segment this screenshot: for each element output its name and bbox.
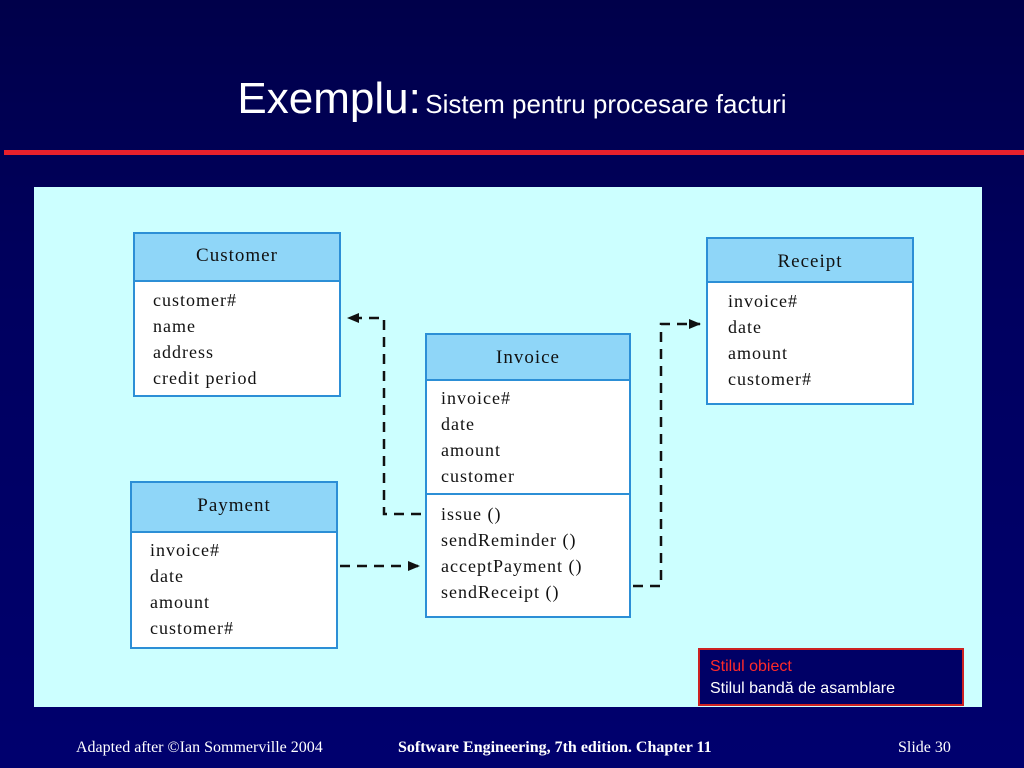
class-invoice-operations: issue () sendReminder () acceptPayment (…: [427, 493, 629, 605]
class-customer: Customer customer# name address credit p…: [133, 232, 341, 397]
footer-course: Software Engineering, 7th edition. Chapt…: [398, 739, 712, 756]
attribute: amount: [150, 592, 210, 612]
attribute: date: [728, 317, 762, 337]
style-note: Stilul obiect Stilul bandă de asamblare: [698, 648, 964, 706]
attribute: invoice#: [150, 540, 220, 560]
attribute: date: [441, 414, 475, 434]
class-invoice-attributes: invoice# date amount customer: [427, 381, 629, 493]
attribute: name: [153, 316, 196, 336]
arrow-invoice-to-receipt: [633, 319, 701, 588]
attribute: address: [153, 342, 214, 362]
attribute: customer: [441, 466, 515, 486]
title-divider: [4, 150, 1024, 155]
attribute: customer#: [150, 618, 234, 638]
slide-title-main: Exemplu:: [237, 74, 421, 123]
class-receipt-name: Receipt: [708, 239, 912, 283]
attribute: customer#: [153, 290, 237, 310]
class-customer-attributes: customer# name address credit period: [135, 282, 339, 391]
class-customer-name: Customer: [135, 234, 339, 282]
note-object-style: Stilul obiect: [710, 658, 792, 675]
operation: acceptPayment (): [441, 556, 583, 576]
note-pipeline-style: Stilul bandă de asamblare: [710, 680, 896, 697]
attribute: amount: [441, 440, 501, 460]
footer-credit: Adapted after ©Ian Sommerville 2004: [76, 739, 323, 756]
class-receipt-attributes: invoice# date amount customer#: [708, 283, 912, 392]
operation: issue (): [441, 504, 502, 524]
arrow-invoice-to-customer: [347, 313, 421, 516]
attribute: credit period: [153, 368, 258, 388]
attribute: amount: [728, 343, 788, 363]
attribute: date: [150, 566, 184, 586]
class-payment: Payment invoice# date amount customer#: [130, 481, 338, 649]
class-payment-name: Payment: [132, 483, 336, 533]
attribute: invoice#: [441, 388, 511, 408]
slide-title-sub: Sistem pentru procesare facturi: [425, 89, 787, 119]
footer-slide-number: Slide 30: [898, 739, 951, 756]
operation: sendReminder (): [441, 530, 577, 550]
operation: sendReceipt (): [441, 582, 560, 602]
attribute: invoice#: [728, 291, 798, 311]
class-invoice-name: Invoice: [427, 335, 629, 381]
class-payment-attributes: invoice# date amount customer#: [132, 533, 336, 641]
class-invoice: Invoice invoice# date amount customer is…: [425, 333, 631, 618]
slide-title: Exemplu: Sistem pentru procesare facturi: [0, 74, 1024, 124]
class-receipt: Receipt invoice# date amount customer#: [706, 237, 914, 405]
attribute: customer#: [728, 369, 812, 389]
